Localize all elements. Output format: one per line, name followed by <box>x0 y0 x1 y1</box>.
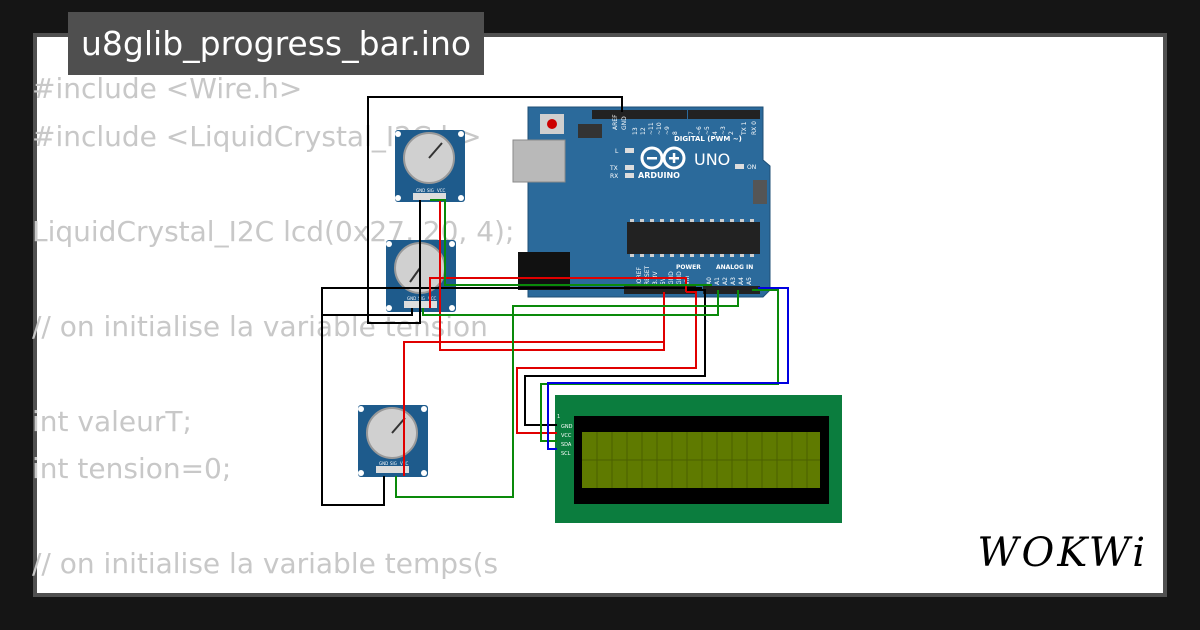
digital-pin-label: ~3 <box>720 126 727 135</box>
wire-black <box>367 96 623 324</box>
pot-pin-label: VCC <box>437 188 446 193</box>
pot-pin-label: GND <box>379 461 388 466</box>
wokwi-logo: WOKWi <box>977 530 1148 576</box>
digital-pin-label: ~10 <box>656 122 663 135</box>
digital-header-left <box>592 110 687 119</box>
analog-pin-label: A0 <box>706 277 713 285</box>
digital-pwm-label: DIGITAL (PWM ~) <box>674 135 742 143</box>
digital-pin-label: ~9 <box>664 126 671 135</box>
power-pin-label: RESET <box>644 265 651 285</box>
project-title: u8glib_progress_bar.ino <box>68 12 485 75</box>
lcd-pin-label: SDA <box>561 442 572 448</box>
wire-black <box>321 288 385 506</box>
lcd-pin-label: GND <box>561 424 573 430</box>
digital-pin-label: ~6 <box>696 126 703 135</box>
lcd-pin-1: 1 <box>557 414 560 420</box>
led-tx-label: TX <box>609 165 618 172</box>
code-line: int tension=0; <box>32 452 232 485</box>
wire-green <box>430 199 712 286</box>
code-line: LiquidCrystal_I2C lcd(0x27, 20, 4); <box>32 214 515 248</box>
digital-pin-label: TX 1 <box>741 121 748 136</box>
potentiometer-3[interactable]: GND SIG VCC <box>358 405 428 477</box>
analog-pin-label: A1 <box>714 277 721 285</box>
digital-pin-label: RX 0 <box>751 121 758 135</box>
pot-pin-label: VCC <box>428 296 437 301</box>
icsp-header <box>578 124 602 138</box>
digital-pin-label: 2 <box>728 131 735 135</box>
wire-red <box>439 200 665 351</box>
chip-pins <box>630 219 754 257</box>
analog-pin-labels: A0 A1 A2 A3 A4 A5 <box>706 277 753 285</box>
digital-header-right <box>688 110 760 119</box>
led-tx <box>625 165 634 170</box>
power-pin-label: IOREF <box>636 267 643 285</box>
wire-black <box>524 289 706 426</box>
icsp2-header <box>753 180 767 204</box>
led-rx <box>625 173 634 178</box>
digital-pin-label: 13 <box>632 127 639 135</box>
wire-red <box>403 341 664 476</box>
lcd-pin-label: VCC <box>561 433 572 439</box>
code-line: // on initialise la variable temps(s <box>32 547 499 580</box>
usb-port <box>512 139 566 183</box>
digital-pin-label: 4 <box>712 131 719 135</box>
wires <box>321 96 789 506</box>
led-l <box>625 148 634 153</box>
lcd-pin-label: SCL <box>561 451 571 457</box>
digital-pin-label: 12 <box>640 127 647 135</box>
digital-pin-label: ~11 <box>648 122 655 135</box>
wire-red <box>516 291 697 434</box>
digital-pin-labels: 13 12 ~11 ~10 ~9 8 7 ~6 ~5 4 ~3 2 TX 1 R… <box>632 121 758 136</box>
power-header <box>624 286 696 294</box>
analog-pin-label: A5 <box>746 277 753 285</box>
aref-label: AREF <box>612 114 619 130</box>
wire-green <box>395 290 739 498</box>
pot-pin-label: GND <box>416 188 425 193</box>
led-on <box>735 164 744 169</box>
led-l-label: L <box>615 148 619 155</box>
led-on-label: ON <box>747 164 756 171</box>
power-jack <box>518 252 570 290</box>
gnd-label: GND <box>621 116 628 130</box>
digital-pin-label: 7 <box>688 131 695 135</box>
digital-pin-label: 8 <box>672 131 679 135</box>
analog-pin-label: A3 <box>730 277 737 285</box>
pot-pin-label: GND <box>407 296 416 301</box>
wire-blue <box>547 287 789 450</box>
power-label: POWER <box>676 264 701 271</box>
arduino-uno-board: AREF GND 13 12 ~11 ~10 ~9 8 7 ~6 ~5 4 ~3… <box>512 106 771 298</box>
pot-pin-label: SIG <box>418 296 425 301</box>
uno-label: UNO <box>694 150 730 169</box>
pot-pin-label: SIG <box>390 461 397 466</box>
analog-pin-label: A2 <box>722 277 729 285</box>
lcd-char-grid <box>582 432 820 488</box>
code-line: #include <Wire.h> <box>32 72 303 105</box>
analog-pin-label: A4 <box>738 277 745 285</box>
reset-button-cap <box>547 119 557 129</box>
atmega-chip <box>627 222 760 254</box>
arduino-infinity-logo <box>640 146 686 170</box>
lcd-1602-i2c[interactable]: 1 GND VCC SDA SCL <box>555 395 842 523</box>
analog-header <box>703 286 760 294</box>
wire-green <box>422 290 719 316</box>
power-pin-label: Vin <box>684 275 691 285</box>
potentiometer-1[interactable]: GND SIG VCC <box>395 130 465 202</box>
led-rx-label: RX <box>610 173 618 180</box>
analog-in-label: ANALOG IN <box>716 264 753 271</box>
digital-pin-label: ~5 <box>704 126 711 135</box>
power-pin-label: 5V <box>660 276 667 285</box>
pot-pin-label: SIG <box>427 188 434 193</box>
code-line: int valeurT; <box>32 404 192 438</box>
arduino-brand-label: ARDUINO <box>638 171 680 180</box>
